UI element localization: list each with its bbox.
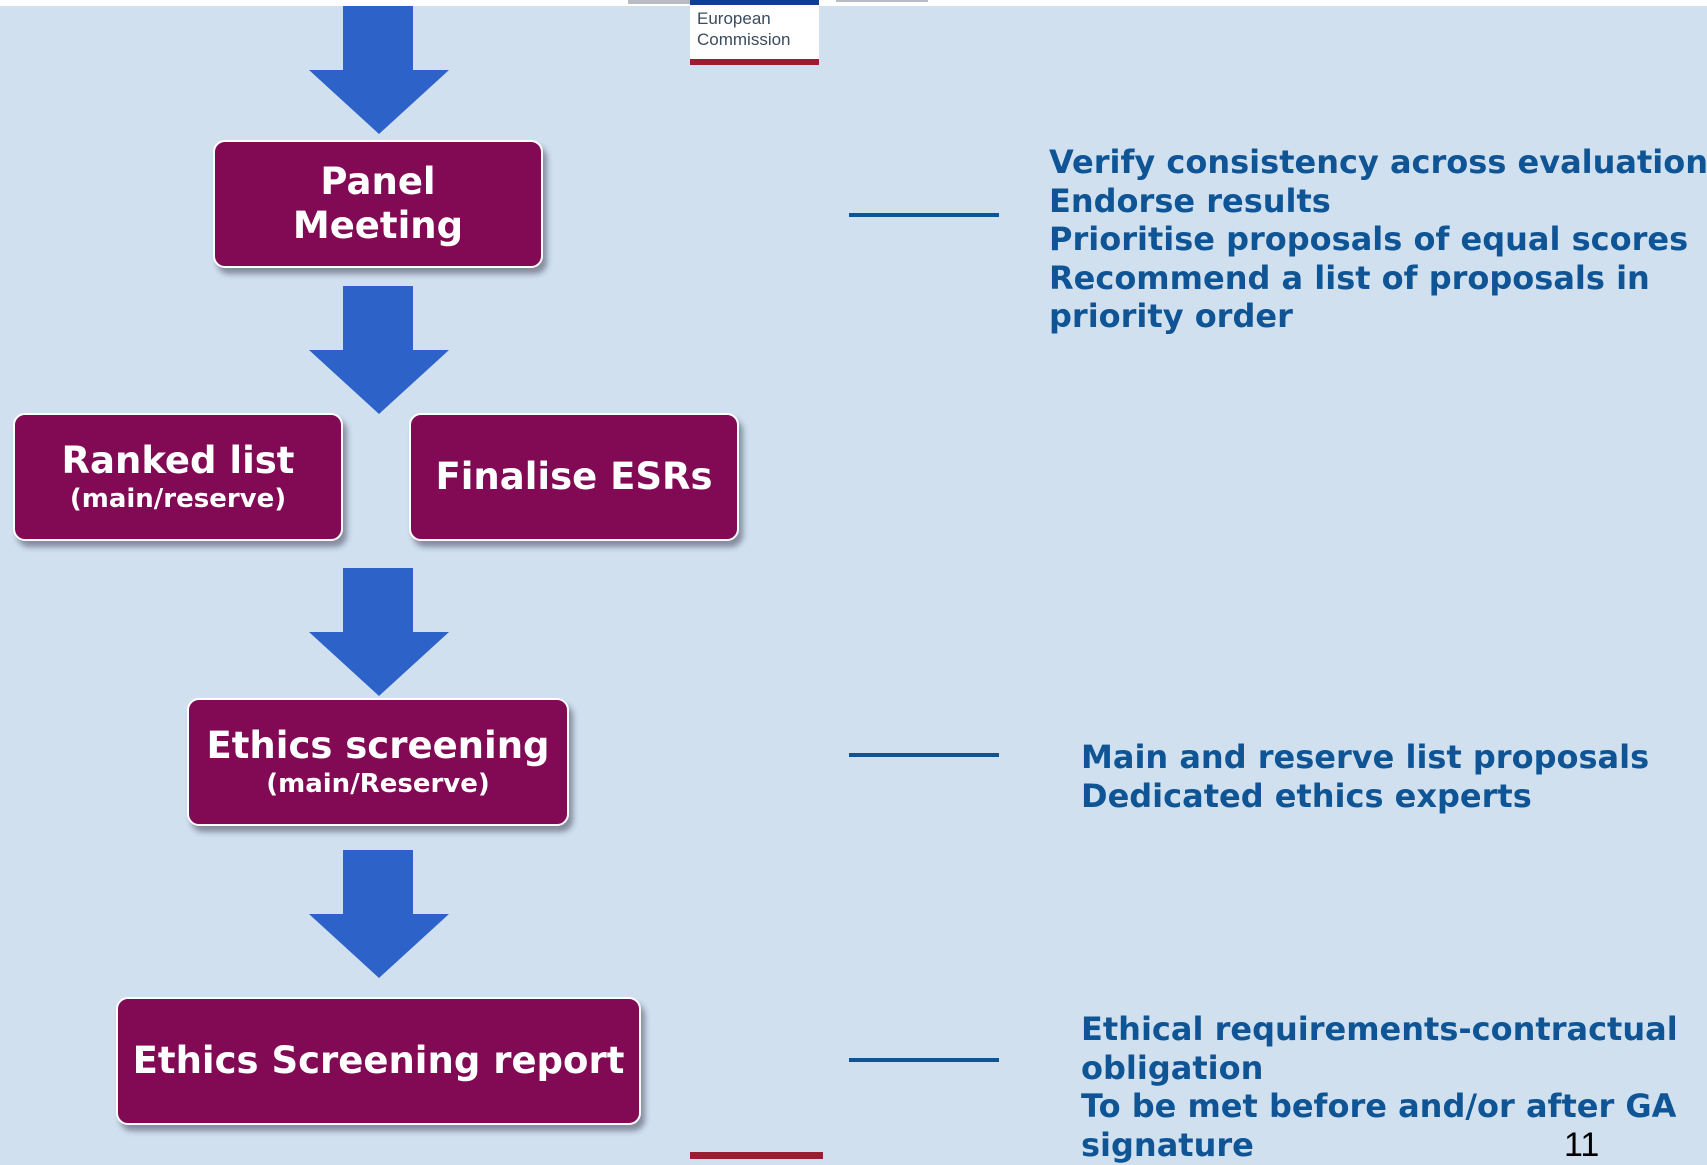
finalise-esrs-box: Finalise ESRs [409, 413, 739, 541]
down-arrow-icon [309, 286, 449, 416]
ethics-report-title: Ethics Screening report [132, 1039, 625, 1082]
top-divider [628, 0, 690, 4]
down-arrow-icon [309, 6, 449, 136]
connector-line [849, 1058, 999, 1062]
logo-red-stripe [690, 59, 819, 65]
note-line: Prioritise proposals of equal scores [1049, 220, 1689, 258]
ethics-screening-box: Ethics screening (main/Reserve) [187, 698, 569, 826]
connector-line [849, 213, 999, 217]
note-line: Verify consistency across evaluation [1049, 143, 1707, 181]
top-bar [0, 0, 1707, 6]
note-line: Main and reserve list proposals [1081, 738, 1650, 776]
note-line: obligation [1081, 1048, 1264, 1087]
panel-meeting-line1: Panel [320, 160, 436, 203]
ethics-report-box: Ethics Screening report [116, 997, 641, 1125]
panel-meeting-box: Panel Meeting [213, 140, 543, 268]
ranked-list-title: Ranked list [61, 439, 295, 482]
ranked-list-sub: (main/reserve) [69, 484, 287, 514]
panel-notes: Verify consistency across evaluation End… [1049, 143, 1707, 336]
note-line: To be met before and/or after GA [1081, 1087, 1677, 1125]
page-number: 11 [1564, 1126, 1600, 1164]
ranked-list-box: Ranked list (main/reserve) [13, 413, 343, 541]
logo-blue-stripe [690, 0, 819, 5]
down-arrow-icon [309, 850, 449, 980]
ethics-screening-sub: (main/Reserve) [266, 769, 490, 799]
logo-text-line1: European [697, 9, 771, 28]
note-line: Ethical requirements-contractual [1081, 1010, 1678, 1048]
down-arrow-icon [309, 568, 449, 698]
note-line: Endorse results [1049, 181, 1331, 220]
report-notes: Ethical requirements-contractual obligat… [1081, 1010, 1678, 1164]
ethics-screening-title: Ethics screening [206, 724, 550, 767]
panel-meeting-line2: Meeting [292, 204, 464, 247]
note-line: signature [1081, 1125, 1254, 1164]
logo-text-line2: Commission [697, 30, 791, 49]
note-line: Dedicated ethics experts [1081, 776, 1532, 815]
note-line: priority order [1049, 297, 1293, 335]
bottom-accent-bar [690, 1152, 823, 1159]
european-commission-logo: European Commission [690, 0, 819, 65]
connector-line [849, 753, 999, 757]
top-divider [836, 0, 928, 2]
finalise-esrs-title: Finalise ESRs [435, 455, 713, 498]
screening-notes: Main and reserve list proposals Dedicate… [1081, 738, 1649, 815]
note-line: Recommend a list of proposals in [1049, 258, 1650, 297]
